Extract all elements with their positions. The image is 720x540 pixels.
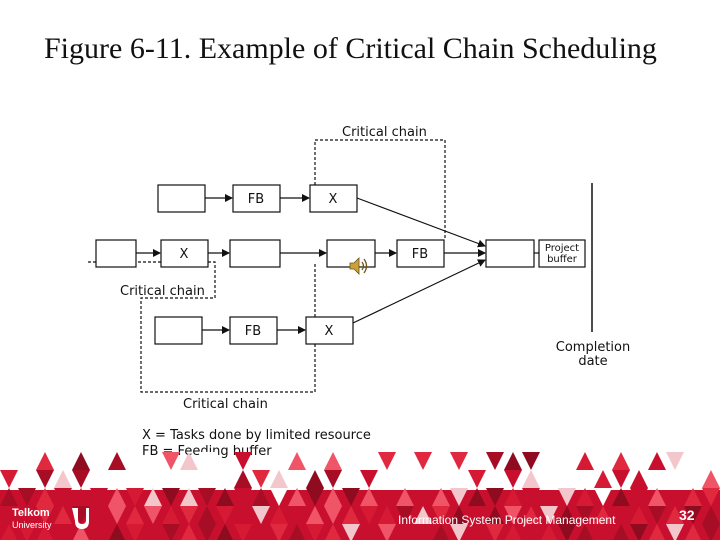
fb-bottom-label: FB [245,324,261,339]
x-mid-label: X [180,247,189,262]
x-bottom-label: X [325,324,334,339]
footer-triangle [54,452,72,470]
footer-triangle [486,452,504,470]
footer-triangle [324,452,342,470]
project-buffer-label-2: buffer [547,254,578,265]
footer-triangle [306,470,324,488]
completion-date-label-1: Completion [556,340,630,355]
footer-triangle [72,452,90,470]
critical-chain-bottom-label: Critical chain [183,397,268,412]
footer-triangle [522,452,540,470]
footer-triangle [702,470,720,488]
logo-word-1: Telkom [12,507,50,519]
task-final [486,240,534,267]
footer-triangle [72,470,90,488]
footer-triangle [234,470,252,488]
task-mid-3 [230,240,280,267]
task-start [96,240,136,267]
logo-word-2: University [12,520,52,530]
footer-triangle [54,470,72,488]
critical-chain-mid-label: Critical chain [120,284,205,299]
footer-triangle [558,452,576,470]
footer-triangle [630,470,648,488]
completion-date-label-2: date [578,354,607,369]
logo-mark-icon [72,508,89,529]
footer-triangle [576,452,594,470]
footer-triangle [468,470,486,488]
project-buffer-label-1: Project [545,243,579,254]
task-top-1 [158,185,205,212]
footer-triangle [522,470,540,488]
footer-triangle [234,452,252,470]
footer-triangle [612,452,630,470]
footer-triangle [504,470,522,488]
task-bottom-1 [155,317,202,344]
footer-triangle [36,470,54,488]
fb-top-label: FB [248,192,264,207]
footer-triangle [504,452,522,470]
page-number: 32 [679,507,695,523]
critical-chain-top-label: Critical chain [342,125,427,140]
footer-course-name: Information System Project Management [398,513,615,527]
footer-triangle [594,470,612,488]
footer-triangle [612,470,630,488]
footer-triangle [288,452,306,470]
footer-triangle [36,452,54,470]
speaker-icon[interactable] [348,256,370,276]
footer-triangle [0,470,18,488]
arrow-top-converge [357,198,485,246]
telkom-university-logo: Telkom University [10,505,90,531]
fb-mid-label: FB [412,247,428,262]
footer-triangle [162,452,180,470]
footer-triangle [180,452,198,470]
footer-triangle [198,452,216,470]
footer-triangle [666,452,684,470]
footer-triangle [270,470,288,488]
footer-triangle [108,452,126,470]
footer-triangle [324,470,342,488]
arrow-bottom-converge [353,260,485,323]
footer-triangle [360,470,378,488]
footer-triangle [648,452,666,470]
legend-x: X = Tasks done by limited resource [142,428,371,443]
footer-triangle [450,452,468,470]
footer-triangle [414,452,432,470]
x-top-label: X [329,192,338,207]
footer-triangle [252,470,270,488]
footer-triangle [378,452,396,470]
